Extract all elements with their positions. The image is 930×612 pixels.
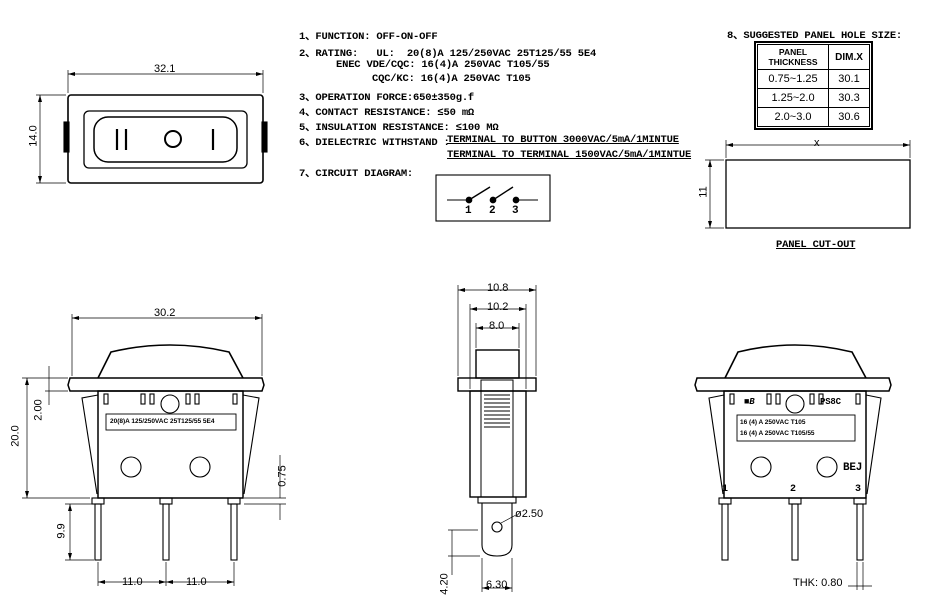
front-thk-dim: 0.75 <box>276 465 289 487</box>
spec-rating-cqc: CQC/KC: 16(4)A 250VAC T105 <box>372 73 531 85</box>
dim-x-header: DIM.X <box>828 44 870 70</box>
cutout-x-label: x <box>814 137 820 149</box>
table-row: 1.25~2.0 30.3 <box>757 88 870 108</box>
side-terminal-height-dim: 4.20 <box>438 573 451 595</box>
rear-brand: PS8C <box>820 397 841 407</box>
front-view <box>22 314 286 586</box>
side-view <box>448 285 537 592</box>
rear-pin-1: 1 <box>722 484 728 495</box>
side-hole-dim: ø2.50 <box>515 508 544 520</box>
panel-hole-title: 8、SUGGESTED PANEL HOLE SIZE: <box>727 30 903 42</box>
front-width-dim: 30.2 <box>154 307 176 319</box>
rear-rating-label-2: 16 (4) A 250VAC T105/55 <box>740 430 815 437</box>
circuit-terminal-1: 1 <box>465 205 472 217</box>
front-pitch-dim-2: 11.0 <box>186 576 207 588</box>
rear-rating-label-1: 16 (4) A 250VAC T105 <box>740 419 806 426</box>
front-pitch-dim-1: 11.0 <box>122 576 143 588</box>
circuit-terminal-2: 2 <box>489 205 496 217</box>
side-terminal-width-dim: 6.30 <box>486 579 508 591</box>
table-row: 2.0~3.0 30.6 <box>757 107 870 127</box>
spec-dielectric-button: TERMINAL TO BUTTON 3000VAC/5mA/1MINTUE <box>447 134 679 146</box>
spec-rating-enec: ENEC VDE/CQC: 16(4)A 250VAC T105/55 <box>336 59 550 71</box>
table-row: 0.75~1.25 30.1 <box>757 69 870 89</box>
panel-thickness-header: PANEL THICKNESS <box>757 44 829 70</box>
front-rating-label: 20(8)A 125/250VAC 25T125/55 5E4 <box>110 418 215 425</box>
thickness-cell: 1.25~2.0 <box>757 88 829 108</box>
spec-insulation-resistance: 5、INSULATION RESISTANCE: ≤100 MΩ <box>299 122 499 134</box>
side-width-dim-3: 8.0 <box>489 320 505 332</box>
rear-maker-mark: BEJ <box>843 462 863 474</box>
spec-circuit-label: 7、CIRCUIT DIAGRAM: <box>299 168 414 180</box>
rear-thk-dim: THK: 0.80 <box>793 577 843 589</box>
circuit-diagram <box>435 174 551 222</box>
cutout-height-label: 11 <box>697 186 710 198</box>
side-width-dim-1: 10.8 <box>487 282 509 294</box>
spec-function: 1、FUNCTION: OFF-ON-OFF <box>299 31 438 43</box>
rear-view <box>694 344 892 590</box>
spec-rating-ul: 2、RATING: UL: 20(8)A 125/250VAC 25T125/5… <box>299 48 597 60</box>
spec-contact-resistance: 4、CONTACT RESISTANCE: ≤50 mΩ <box>299 107 475 119</box>
top-view <box>36 70 268 184</box>
rear-pin-2: 2 <box>790 484 796 495</box>
front-upper-dim: 2.00 <box>32 399 45 421</box>
rear-pin-3: 3 <box>855 484 861 495</box>
thickness-cell: 0.75~1.25 <box>757 69 829 89</box>
spec-operation-force: 3、OPERATION FORCE:650±350g.f <box>299 92 475 104</box>
front-height-dim: 20.0 <box>9 425 22 447</box>
panel-hole-table: PANEL THICKNESS DIM.X 0.75~1.25 30.1 1.2… <box>754 41 873 130</box>
front-lead-dim: 9.9 <box>55 523 68 539</box>
panel-cutout-label: PANEL CUT-OUT <box>776 239 856 251</box>
circuit-terminal-3: 3 <box>512 205 519 217</box>
side-width-dim-2: 10.2 <box>487 301 509 313</box>
panel-cutout <box>705 140 911 229</box>
spec-dielectric-label: 6、DIELECTRIC WITHSTAND : <box>299 137 450 149</box>
thickness-cell: 2.0~3.0 <box>757 107 829 127</box>
dim-cell: 30.3 <box>828 88 870 108</box>
dim-cell: 30.6 <box>828 107 870 127</box>
spec-dielectric-terminal: TERMINAL TO TERMINAL 1500VAC/5mA/1MINTUE <box>447 149 692 161</box>
top-width-dim: 32.1 <box>154 63 176 75</box>
rear-logo-icon: ■B <box>744 397 755 407</box>
dim-cell: 30.1 <box>828 69 870 89</box>
top-height-dim: 14.0 <box>27 125 40 147</box>
